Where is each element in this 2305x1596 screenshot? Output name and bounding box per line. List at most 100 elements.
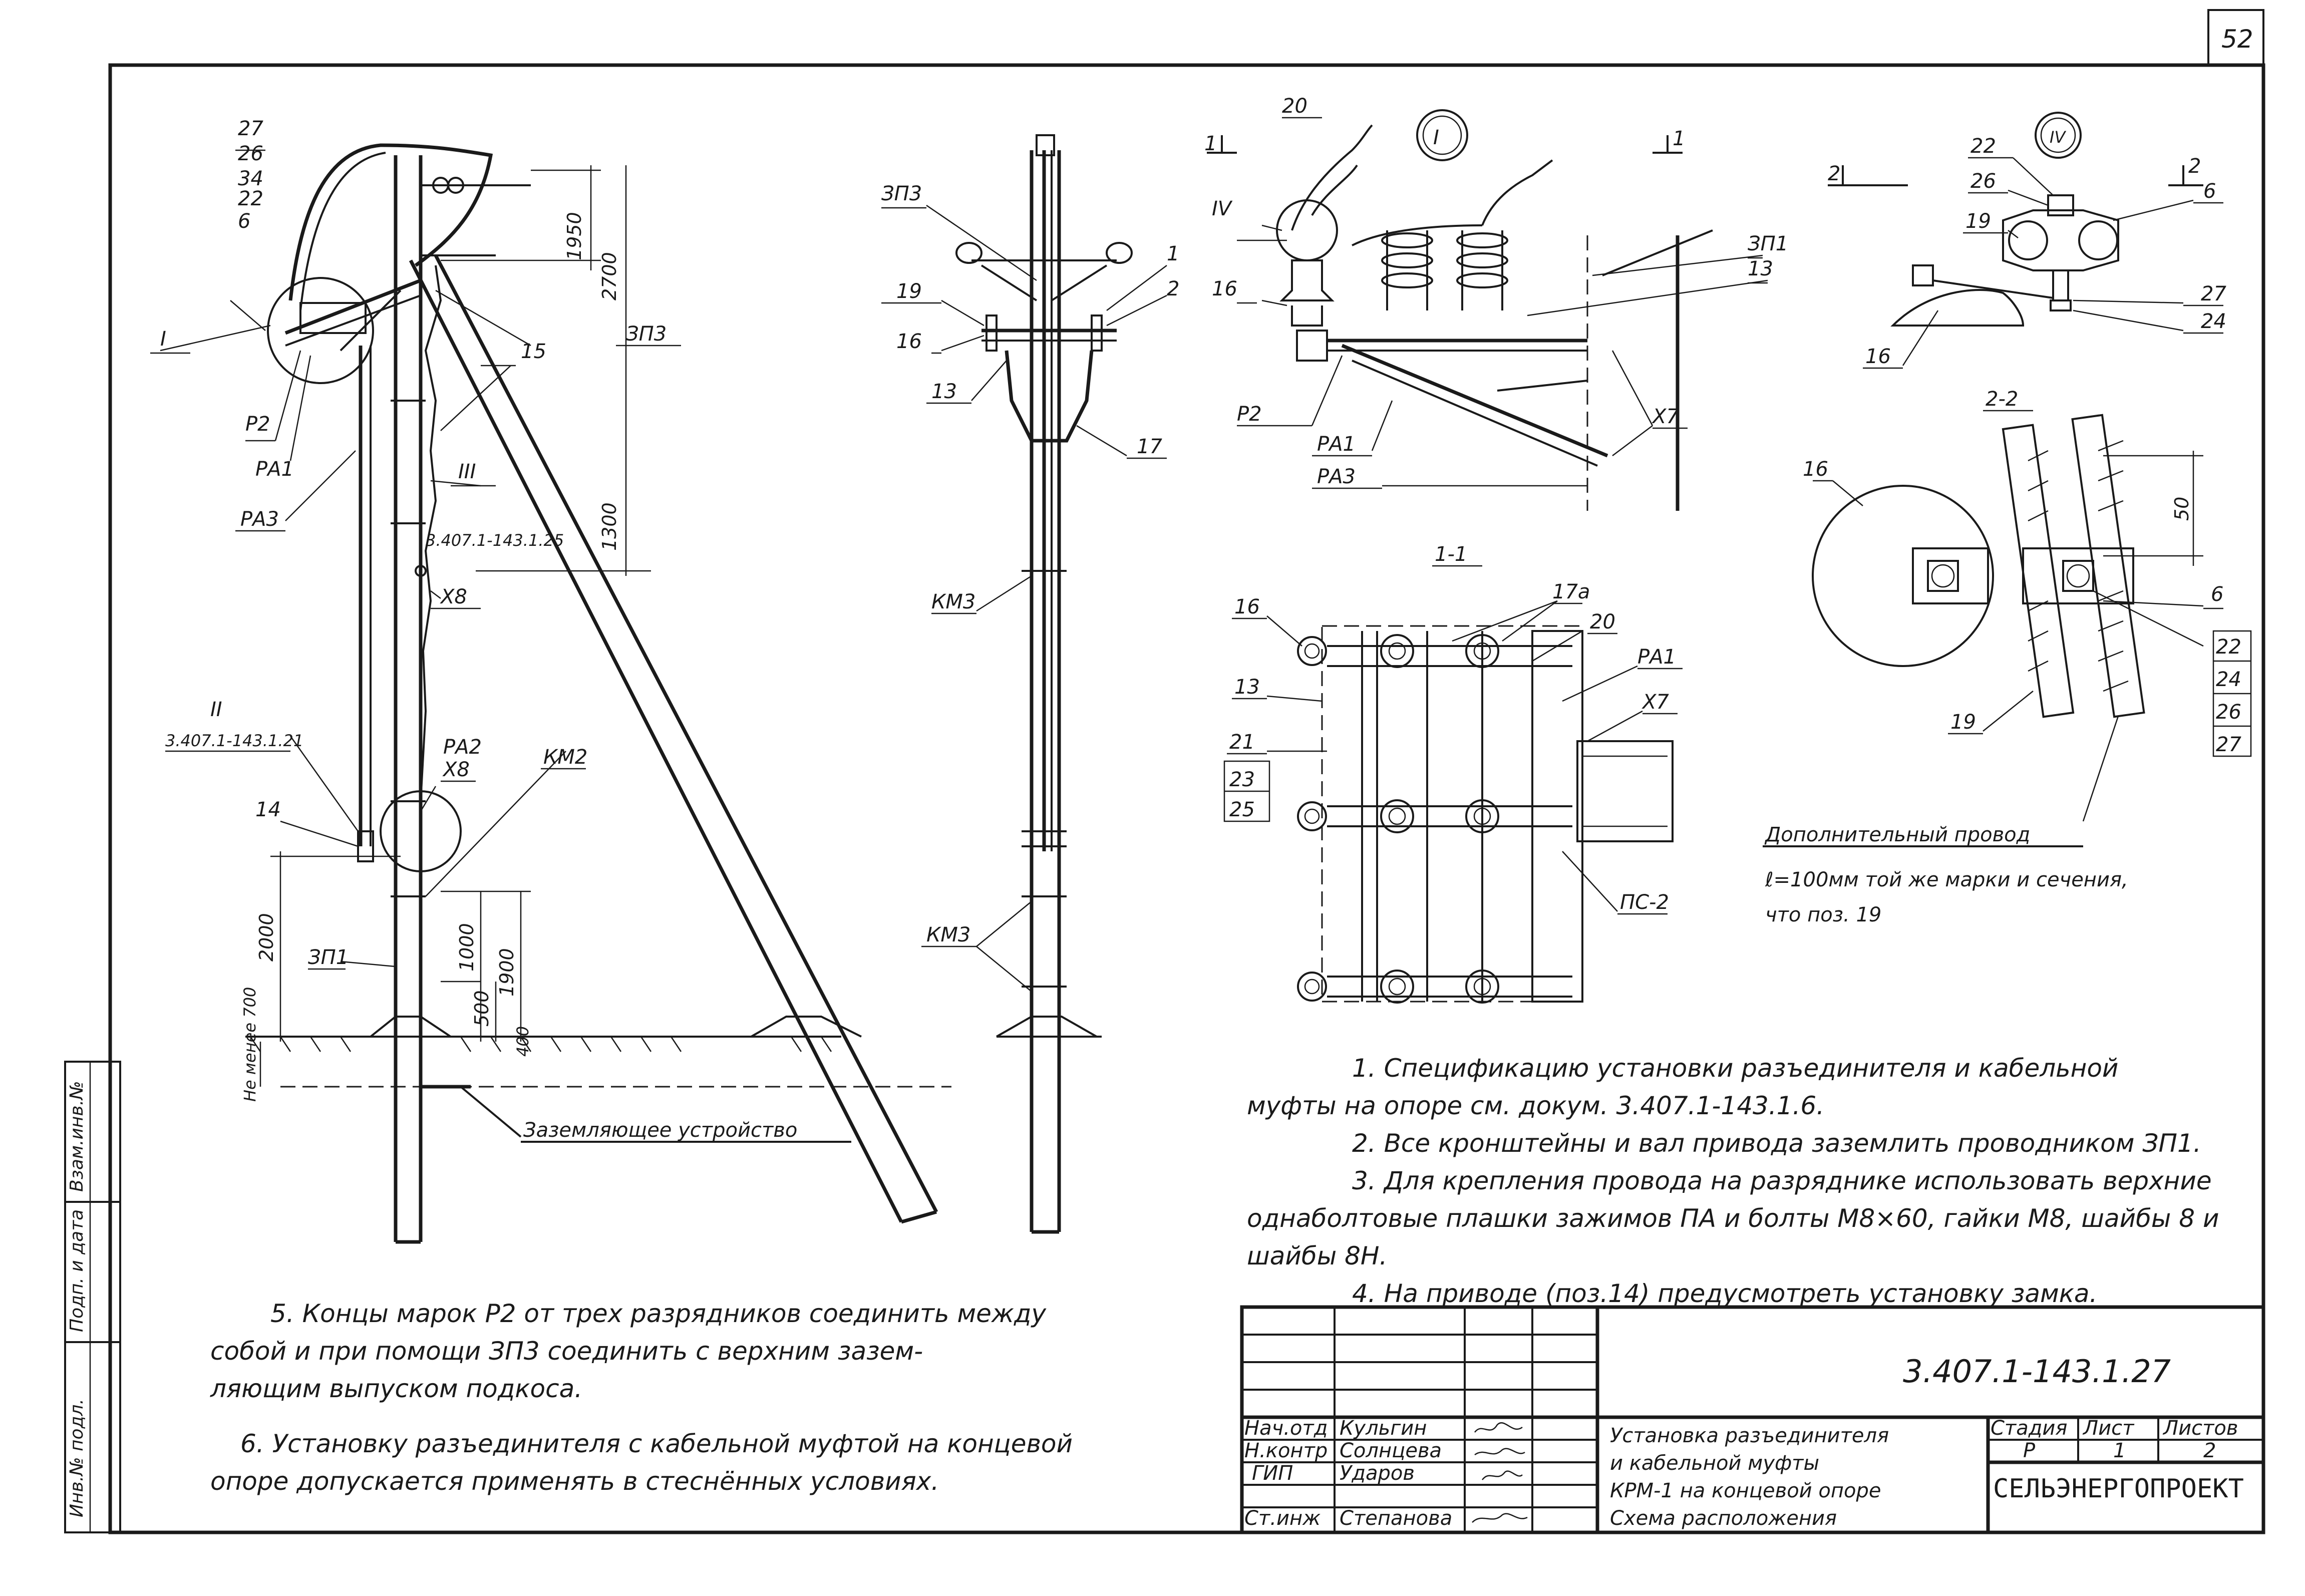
main-callout-stack: 27 26 34 22 6 <box>238 117 263 233</box>
label-node-I: I <box>160 328 166 351</box>
label-zp3-main: ЗП3 <box>626 323 667 346</box>
section-2-2-title: 2-2 <box>1986 388 2018 411</box>
s22-caption-line1: ℓ=100мм той же марки и сечения, <box>1765 868 2128 891</box>
detail-I-13: 13 <box>1748 257 1773 280</box>
note-3-line1: 3. Для крепления провода на разряднике и… <box>1352 1166 2212 1195</box>
s11-label-21: 21 <box>1229 731 1255 754</box>
name-2: Ударов <box>1340 1462 1415 1485</box>
d4-label-26: 26 <box>1970 170 1996 193</box>
firm-name: СЕЛЬЭНЕРГОПРОЕКТ <box>1993 1474 2244 1504</box>
s22-label-27: 27 <box>2216 733 2241 756</box>
d4-label-6: 6 <box>2203 180 2216 203</box>
label-26: 26 <box>238 142 263 165</box>
note-6-line1: 6. Установку разъединителя с кабельной м… <box>240 1429 1073 1458</box>
label-depth: Не менее 700 <box>240 987 259 1102</box>
dim-1900: 1900 <box>496 948 518 997</box>
s22-label-26: 26 <box>2216 701 2241 724</box>
label-x8: Х8 <box>440 585 467 608</box>
cut-1b: 1 <box>1673 127 1685 150</box>
label-ground-device: Заземляющее устройство <box>523 1119 797 1142</box>
s11-label-17a: 17а <box>1552 580 1590 603</box>
s22-dim-50: 50 <box>2171 497 2193 521</box>
s22-label-22: 22 <box>2216 635 2241 659</box>
label-RA3: РА3 <box>240 508 279 531</box>
side-label-19: 19 <box>896 280 922 303</box>
s22-label-24: 24 <box>2216 668 2241 691</box>
detail-IV-view <box>1828 112 2223 369</box>
title-line-2: и кабельной муфты <box>1610 1452 1819 1475</box>
side-label-1: 1 <box>1167 242 1179 265</box>
cut-2a: 2 <box>1828 162 1840 185</box>
role-1: Н.контр <box>1244 1439 1328 1462</box>
name-0: Кульгин <box>1340 1417 1427 1440</box>
s22-label-16: 16 <box>1803 458 1828 481</box>
dim-2700: 2700 <box>598 252 620 300</box>
s11-label-PS2: ПС-2 <box>1620 891 1669 914</box>
side-label-zp3: ЗП3 <box>881 182 922 205</box>
stamp-inv-label: Инв.№ подл. <box>67 1399 87 1517</box>
sheet-header: Лист <box>2082 1417 2135 1440</box>
dim-1000: 1000 <box>456 923 478 972</box>
note-1-line2: муфты на опоре см. докум. 3.407.1-143.1.… <box>1247 1091 1824 1120</box>
dim-400: 400 <box>513 1026 532 1057</box>
notes-left: 5. Концы марок Р2 от трех разрядников со… <box>210 1299 1073 1496</box>
label-x8b: Х8 <box>442 758 470 781</box>
doc-code: 3.407.1-143.1.27 <box>1903 1353 2171 1390</box>
s11-label-23: 23 <box>1229 768 1255 791</box>
main-pole-view <box>150 143 951 1244</box>
s11-label-16: 16 <box>1234 595 1260 618</box>
signatures <box>1472 1422 1528 1523</box>
s11-label-X7: Х7 <box>1641 691 1669 714</box>
role-4: Ст.инж <box>1244 1507 1321 1530</box>
detail-I-ZP1: ЗП1 <box>1748 232 1788 255</box>
d4-label-22: 22 <box>1970 135 1996 158</box>
stage-header: Стадия <box>1991 1417 2067 1440</box>
cut-2b: 2 <box>2188 155 2201 178</box>
detail-I-X7: Х7 <box>1652 405 1679 428</box>
side-label-17: 17 <box>1137 435 1162 458</box>
label-6: 6 <box>238 210 250 233</box>
label-27: 27 <box>238 117 263 140</box>
s22-caption-line2: что поз. 19 <box>1765 903 1881 926</box>
detail-I-20: 20 <box>1282 95 1307 118</box>
side-label-km3b: КМ3 <box>926 923 970 946</box>
s11-label-13: 13 <box>1234 676 1260 699</box>
sheet-value: 1 <box>2113 1439 2126 1462</box>
note-5-line1: 5. Концы марок Р2 от трех разрядников со… <box>270 1299 1047 1328</box>
name-4: Степанова <box>1340 1507 1452 1530</box>
s22-label-6: 6 <box>2211 583 2223 606</box>
dim-2000: 2000 <box>255 913 277 962</box>
d4-label-24: 24 <box>2201 310 2226 333</box>
label-ZP1: ЗП1 <box>308 946 349 969</box>
detail-I-circle: I <box>1433 126 1439 149</box>
note-1-line1: 1. Спецификацию установки разъединителя … <box>1352 1054 2118 1083</box>
d4-label-19: 19 <box>1965 210 1991 233</box>
dim-500: 500 <box>471 990 493 1027</box>
label-R2: Р2 <box>245 413 270 436</box>
label-KM2: КМ2 <box>543 746 587 769</box>
side-label-km3a: КМ3 <box>931 590 975 613</box>
name-1: Солнцева <box>1340 1439 1442 1462</box>
side-label-2: 2 <box>1167 277 1179 300</box>
sheets-value: 2 <box>2203 1439 2216 1462</box>
label-RA2: РА2 <box>443 736 482 759</box>
note-5-line2: собой и при помощи ЗП3 соединить с верхн… <box>210 1337 923 1366</box>
label-22: 22 <box>238 187 263 210</box>
detail-I-view <box>1207 109 1768 511</box>
label-node-III: III <box>458 460 476 483</box>
title-line-4: Схема расположения <box>1610 1507 1837 1530</box>
detail-I-16: 16 <box>1212 277 1237 300</box>
section-1-1-title: 1-1 <box>1435 543 1467 566</box>
d4-label-27: 27 <box>2201 282 2226 305</box>
label-34: 34 <box>238 167 263 190</box>
side-label-16: 16 <box>896 330 922 353</box>
side-pole-view <box>881 134 1167 1234</box>
note-6-line2: опоре допускается применять в стеснённых… <box>210 1467 939 1496</box>
detail-I-P2: Р2 <box>1237 403 1262 426</box>
role-2: ГИП <box>1252 1462 1293 1485</box>
s11-label-25: 25 <box>1229 798 1255 821</box>
title-line-3: КРМ-1 на концевой опоре <box>1610 1479 1881 1502</box>
note-2: 2. Все кронштейны и вал привода заземлит… <box>1352 1129 2201 1158</box>
section-1-1-view <box>1223 565 1683 1004</box>
detail-IV-circle: IV <box>2050 128 2066 147</box>
